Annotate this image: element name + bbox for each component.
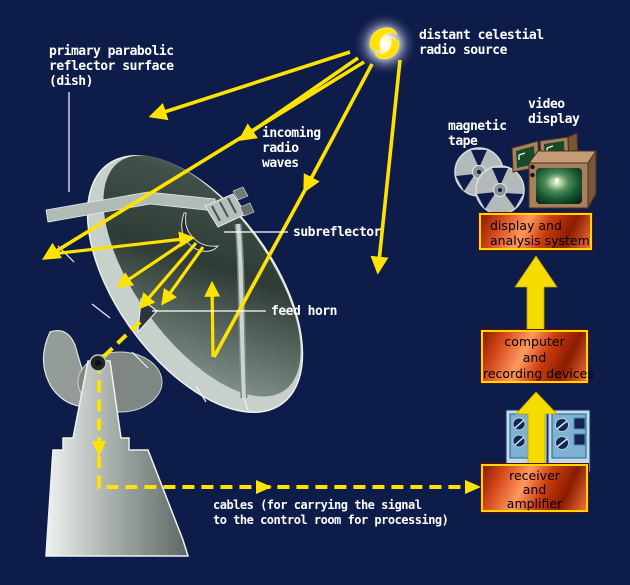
computer-box-line3: recording devices (483, 366, 594, 381)
telescope-mount (42, 329, 190, 557)
primary-reflector-label: primary parabolic reflector surface (dis… (49, 44, 174, 89)
receiver-box-line3: amplifier (506, 496, 563, 511)
pivot-joint (89, 354, 107, 372)
display-box-line2: analysis system (490, 233, 590, 248)
display-box-line1: display and (490, 218, 562, 233)
video-display-label: video display (528, 97, 580, 127)
receiver-box-line2: and (522, 482, 547, 497)
magnetic-tape-label: magnetic tape (448, 119, 507, 149)
distant-source-label: distant celestial radio source (419, 28, 544, 58)
flow-arrow-receiver-to-computer (515, 391, 558, 473)
receiver-amplifier-box: receiver and amplifier (481, 464, 588, 512)
celestial-source-icon (353, 12, 417, 76)
flow-arrow-computer-to-display (514, 255, 558, 333)
magnetic-tape-icon (454, 147, 525, 215)
signal-cable (92, 320, 481, 494)
subreflector-label: subreflector (293, 225, 381, 240)
incoming-waves-label: incoming radio waves (262, 126, 321, 171)
computer-box-line2: and (522, 350, 547, 365)
video-display-icon (511, 132, 597, 210)
incoming-radio-wave-rays (41, 50, 402, 358)
display-analysis-system-box: display and analysis system (479, 213, 592, 250)
cables-label: cables (for carrying the signal to the c… (213, 498, 449, 527)
subreflector-assembly (181, 186, 255, 252)
reflected-rays (51, 231, 221, 358)
computer-recording-devices-box: computer and recording devices (481, 330, 594, 383)
equipment-rack-icon (505, 409, 591, 473)
computer-box-line1: computer (504, 334, 565, 349)
label-pointer-lines (68, 92, 288, 312)
receiver-box-line1: receiver (509, 468, 560, 483)
feed-horn-label: feed horn (271, 304, 337, 319)
flow-arrows (514, 255, 558, 473)
